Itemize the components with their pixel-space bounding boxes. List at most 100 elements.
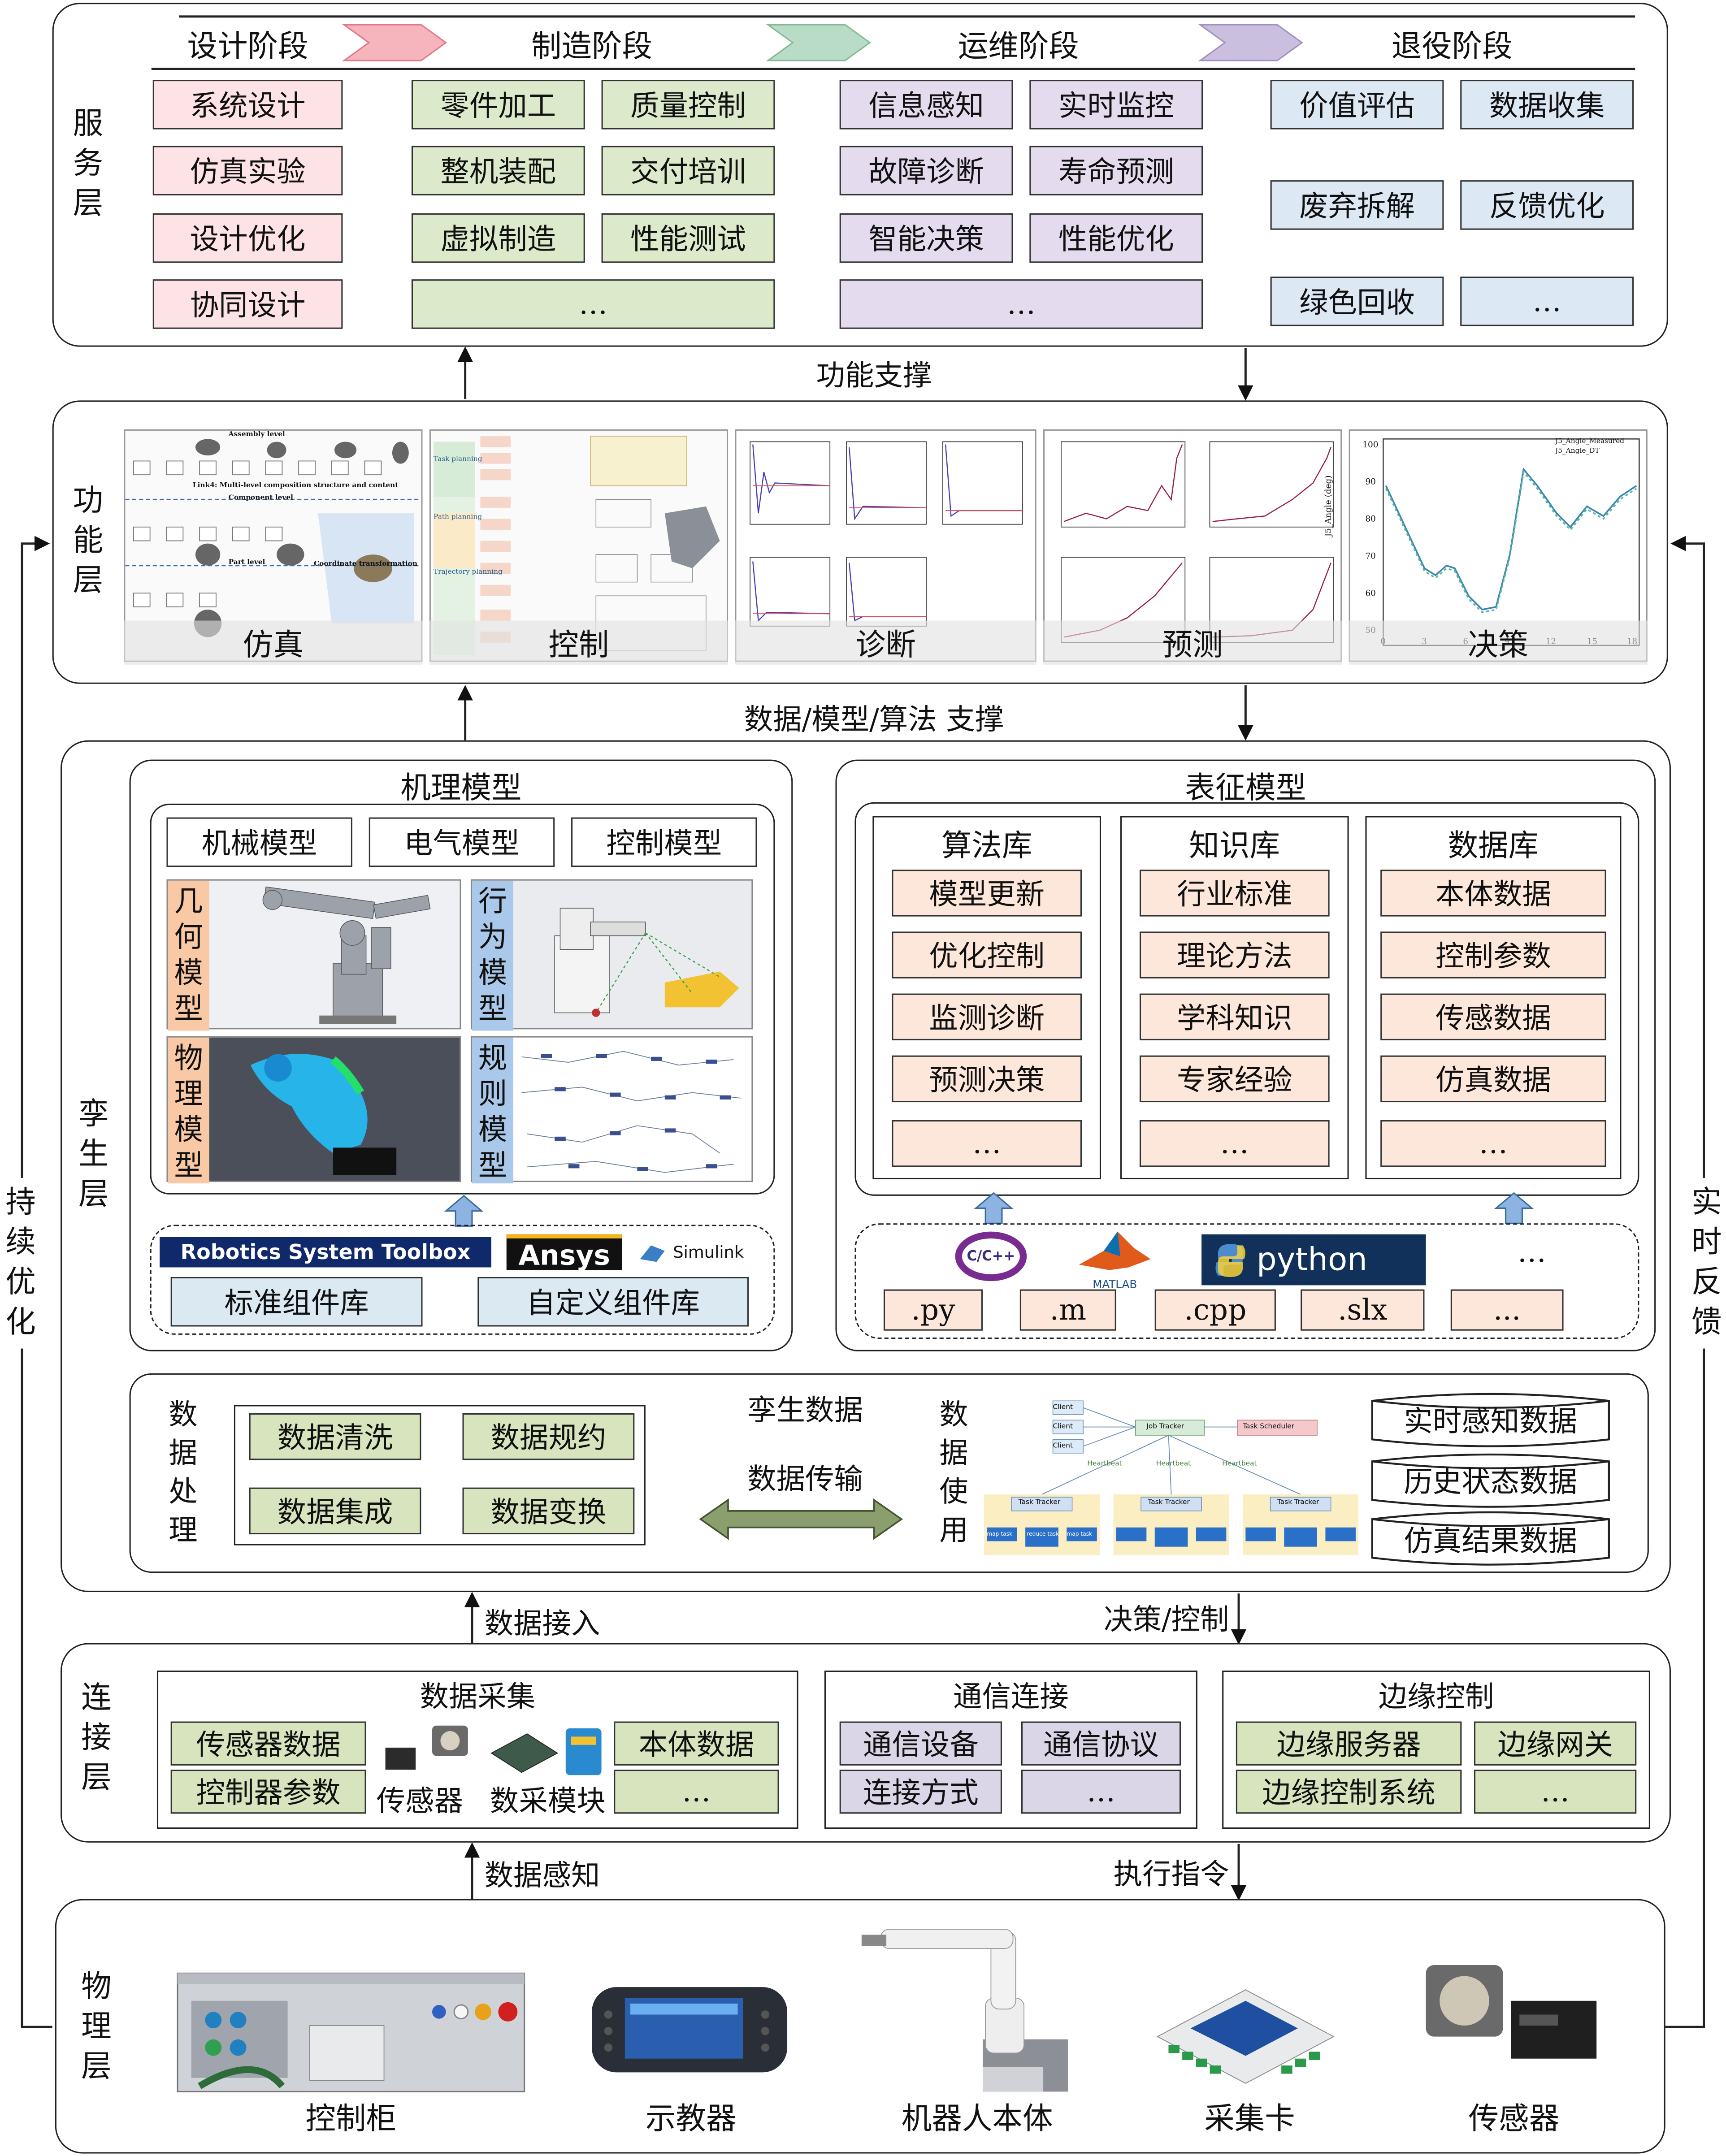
- stage-manufacture: 制造阶段: [531, 30, 653, 65]
- sensor-device-label: 传感器: [376, 1784, 464, 1818]
- service-operation-item: 寿命预测: [1029, 146, 1203, 195]
- service-retire-item: 价值评估: [1270, 80, 1444, 130]
- physics-model-label: 物理模型: [168, 1037, 209, 1184]
- sim-text: Assembly level: [228, 430, 285, 439]
- communication-item: 通信设备: [839, 1721, 1002, 1766]
- geometry-model-label: 几何模型: [168, 880, 209, 1031]
- custom-component-lib: 自定义组件库: [477, 1277, 749, 1327]
- cpp-logo: C/C++: [955, 1231, 1027, 1281]
- communication-group: [824, 1670, 1197, 1829]
- file-extension: .slx: [1301, 1289, 1425, 1331]
- data-processing-label: 数据处理: [169, 1398, 198, 1547]
- data-processing-group: [234, 1405, 646, 1546]
- physics-model: 物理模型: [166, 1036, 461, 1184]
- python-logo-text: python: [1256, 1242, 1367, 1278]
- hadoop-text: Job Tracker: [1146, 1423, 1184, 1431]
- service-operation-item: 性能优化: [1029, 213, 1203, 263]
- edge-control-group: [1222, 1670, 1650, 1829]
- decision-ytick: 80: [1365, 515, 1376, 524]
- file-extension: .m: [1019, 1289, 1116, 1331]
- service-manufacture-item: 零件加工: [411, 80, 585, 130]
- data-transfer-label: 数据传输: [747, 1463, 863, 1496]
- hadoop-text: Heartbeat: [1156, 1460, 1191, 1468]
- robotics-toolbox-logo: Robotics System Toolbox: [160, 1237, 491, 1268]
- sensor-image: [1426, 1965, 1597, 2059]
- communication-item: …: [1021, 1770, 1181, 1814]
- hadoop-text: reduce task: [1027, 1530, 1059, 1537]
- teach-pendant-label: 示教器: [645, 2102, 737, 2137]
- store-history: 历史状态数据: [1404, 1465, 1578, 1499]
- ctrl-text: Trajectory planning: [434, 568, 503, 577]
- service-retire-item: 数据收集: [1460, 80, 1634, 130]
- representation-model-title: 表征模型: [1185, 772, 1306, 807]
- edge-item: 边缘服务器: [1236, 1721, 1462, 1766]
- connection-layer-label: 连接层: [81, 1681, 112, 1796]
- hadoop-text: Heartbeat: [1087, 1460, 1122, 1468]
- python-logo: python: [1201, 1234, 1426, 1286]
- control-cabinet-label: 控制柜: [305, 2102, 397, 2137]
- service-design-item: 设计优化: [152, 213, 343, 263]
- arrow-label-data-model-algorithm: 数据/模型/算法 支撑: [744, 703, 1004, 736]
- knowledge-item: …: [1139, 1120, 1330, 1167]
- stage-retire: 退役阶段: [1391, 30, 1513, 65]
- robot-body-image: [861, 1929, 1068, 2092]
- acquisition-item: 控制器参数: [170, 1770, 366, 1814]
- communication-item: 通信协议: [1021, 1721, 1181, 1766]
- acquisition-item: 本体数据: [614, 1721, 779, 1766]
- representation-model-panel: [835, 759, 1656, 1351]
- file-extension: .cpp: [1154, 1289, 1276, 1331]
- mech-model-box: 控制模型: [571, 817, 757, 867]
- mechanism-model-title: 机理模型: [400, 772, 522, 807]
- data-usage-label: 数据使用: [939, 1398, 968, 1547]
- file-extension: ...: [1450, 1289, 1564, 1331]
- knowledge-library-title: 知识库: [1189, 830, 1280, 864]
- database-item: 仿真数据: [1380, 1055, 1606, 1103]
- knowledge-library: [1120, 816, 1349, 1179]
- service-design-item: 系统设计: [152, 80, 343, 130]
- teach-pendant-image: [592, 1987, 788, 2073]
- sim-text: Part level: [228, 558, 265, 567]
- behavior-model-label: 行为模型: [472, 880, 514, 1031]
- service-manufacture-item: 质量控制: [601, 80, 775, 130]
- function-simulation-label: 仿真: [124, 620, 423, 665]
- acquisition-item: …: [614, 1770, 779, 1814]
- mechanism-model-panel: [129, 759, 793, 1351]
- algorithm-item: 模型更新: [892, 870, 1082, 917]
- hadoop-text: Client: [1053, 1423, 1073, 1431]
- service-retire-item: 反馈优化: [1460, 180, 1634, 230]
- service-manufacture-item: 整机装配: [411, 146, 585, 195]
- knowledge-item: 理论方法: [1139, 931, 1330, 978]
- service-retire-item: 废弃拆解: [1270, 180, 1444, 230]
- store-realtime: 实时感知数据: [1404, 1405, 1578, 1438]
- hadoop-text: Heartbeat: [1222, 1460, 1257, 1468]
- data-processing-item: 数据规约: [462, 1413, 635, 1460]
- acquisition-card-label: 采集卡: [1204, 2102, 1295, 2137]
- database-item: …: [1380, 1120, 1606, 1167]
- data-acquisition-group: [156, 1670, 798, 1829]
- communication-item: 连接方式: [839, 1770, 1002, 1814]
- hadoop-text: map task: [1067, 1530, 1093, 1537]
- stage-operation: 运维阶段: [958, 30, 1079, 65]
- function-diagnosis-label: 诊断: [735, 620, 1036, 665]
- repr-tools-panel: [854, 1223, 1639, 1339]
- function-control-label: 控制: [429, 620, 729, 665]
- twin-layer-label: 孪生层: [78, 1098, 109, 1212]
- decision-ytick: 60: [1365, 589, 1376, 599]
- hadoop-text: Client: [1053, 1442, 1073, 1450]
- rule-model-label: 规则模型: [472, 1037, 514, 1184]
- more-tools: …: [1517, 1235, 1547, 1269]
- arrow-label-data-access: 数据接入: [484, 1607, 600, 1641]
- arrow-label-data-sensing: 数据感知: [484, 1859, 600, 1892]
- service-manufacture-item: 交付培训: [601, 146, 775, 195]
- algorithm-library-title: 算法库: [941, 830, 1032, 864]
- service-retire-item: 绿色回收: [1270, 277, 1444, 326]
- service-operation-item: 智能决策: [839, 213, 1013, 263]
- side-label-left: 持续优化: [0, 1178, 42, 1349]
- arrow-label-decision-control: 决策/控制: [1103, 1603, 1229, 1636]
- function-layer-label: 功能层: [73, 484, 104, 599]
- service-operation-item: 信息感知: [839, 80, 1013, 130]
- simulink-logo-text: Simulink: [673, 1243, 744, 1262]
- algorithm-item: 监测诊断: [892, 993, 1082, 1040]
- acquisition-item: 传感器数据: [170, 1721, 366, 1766]
- hadoop-text: Task Tracker: [1148, 1498, 1190, 1507]
